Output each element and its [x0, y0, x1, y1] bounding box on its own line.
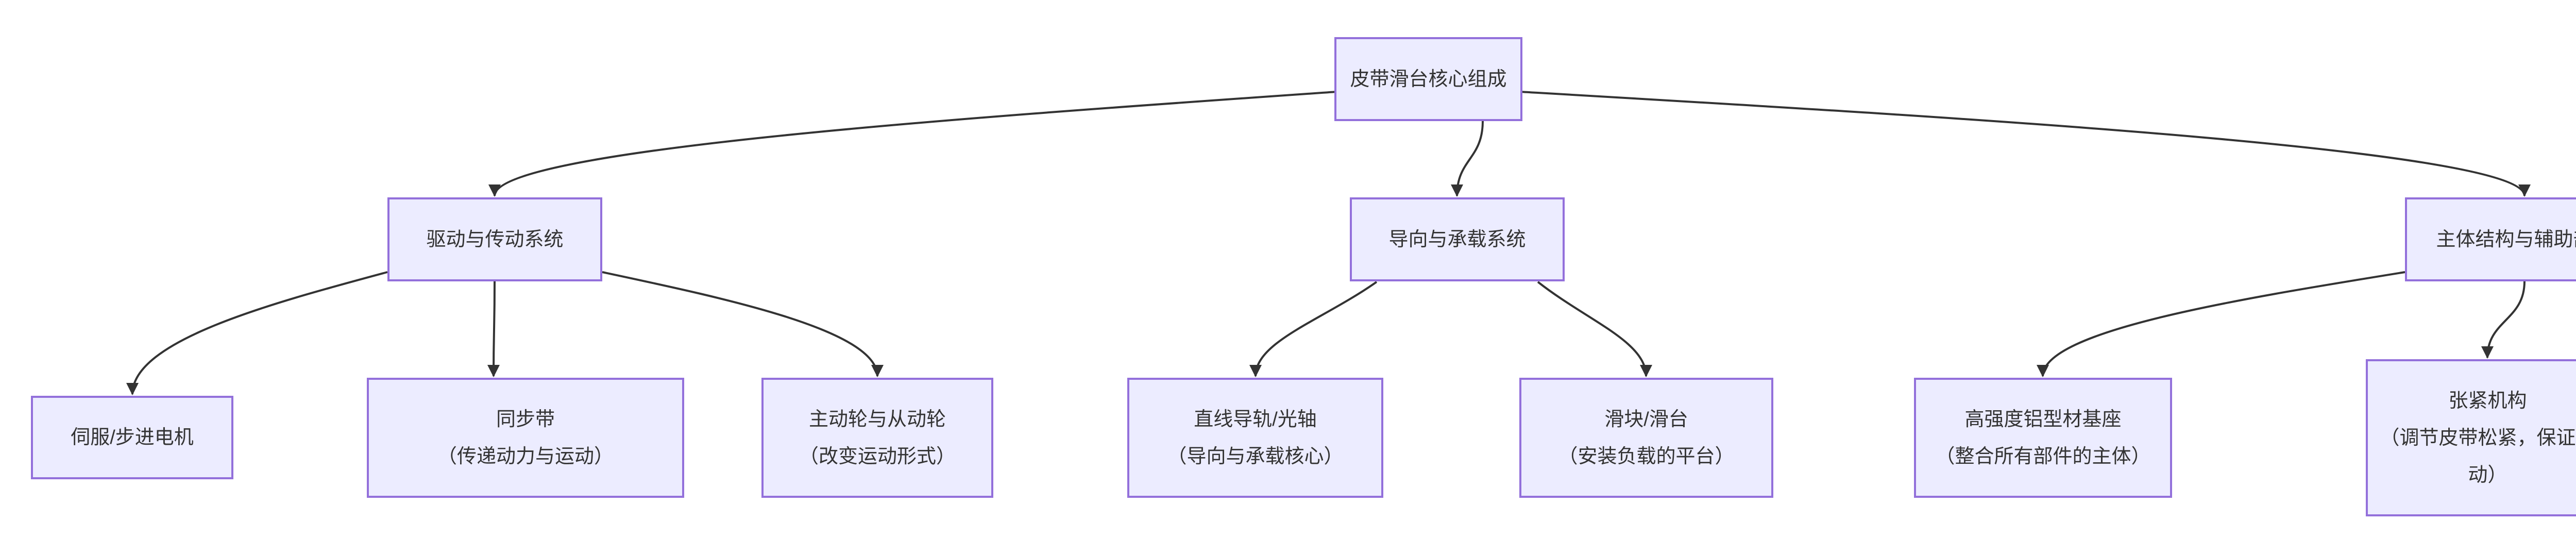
node-belt-label-line: 同步带 [496, 408, 555, 430]
node-tensioner-label-line: 动） [2468, 464, 2507, 486]
node-tensioner-label-line: （调节皮带松紧，保证传 [2380, 427, 2576, 449]
node-drive-system-label-line: 驱动与传动系统 [426, 228, 564, 250]
node-structure-system: 主体结构与辅助部件 [2405, 197, 2576, 281]
node-guide-system: 导向与承载系统 [1350, 197, 1565, 281]
node-pulleys-label-line: （改变运动形式） [799, 445, 956, 467]
edge-root-to-drive-system [488, 91, 1337, 197]
edge-structure-system-to-tensioner [2481, 281, 2526, 359]
node-guide-system-label-line: 导向与承载系统 [1388, 228, 1526, 250]
edge-group [126, 91, 2531, 395]
node-slider-label-line: 滑块/滑台 [1604, 408, 1688, 430]
node-rail-label-line: 直线导轨/光轴 [1194, 408, 1317, 430]
node-rail: 直线导轨/光轴 （导向与承载核心） [1127, 378, 1383, 498]
node-root-label-line: 皮带滑台核心组成 [1350, 68, 1507, 90]
edge-guide-system-to-rail [1249, 281, 1378, 377]
node-root: 皮带滑台核心组成 [1334, 37, 1522, 121]
edge-structure-system-to-base [2037, 271, 2405, 377]
node-motor: 伺服/步进电机 [31, 396, 233, 479]
node-tensioner: 张紧机构 （调节皮带松紧，保证传动） [2366, 359, 2576, 516]
node-slider: 滑块/滑台 （安装负载的平台） [1519, 378, 1773, 498]
node-belt-label-line: （传递动力与运动） [437, 445, 614, 467]
node-pulleys: 主动轮与从动轮 （改变运动形式） [761, 378, 993, 498]
node-slider-label-line: （安装负载的平台） [1558, 445, 1735, 467]
node-structure-system-label-line: 主体结构与辅助部件 [2436, 228, 2576, 250]
node-base: 高强度铝型材基座 （整合所有部件的主体） [1914, 378, 2172, 498]
node-drive-system: 驱动与传动系统 [387, 197, 602, 281]
edge-root-to-guide-system [1451, 121, 1484, 197]
node-base-label-line: 高强度铝型材基座 [1964, 408, 2122, 430]
edge-root-to-structure-system [1519, 91, 2531, 197]
edge-drive-system-to-pulleys [602, 271, 884, 377]
edge-drive-system-to-belt [487, 281, 500, 377]
edge-guide-system-to-slider [1537, 281, 1652, 377]
node-base-label-line: （整合所有部件的主体） [1935, 445, 2151, 467]
edge-drive-system-to-motor [126, 271, 388, 395]
node-pulleys-label-line: 主动轮与从动轮 [808, 408, 946, 430]
node-belt: 同步带 （传递动力与运动） [367, 378, 684, 498]
node-tensioner-label-line: 张紧机构 [2448, 390, 2527, 412]
node-motor-label-line: 伺服/步进电机 [71, 427, 194, 448]
node-rail-label-line: （导向与承载核心） [1167, 445, 1344, 467]
